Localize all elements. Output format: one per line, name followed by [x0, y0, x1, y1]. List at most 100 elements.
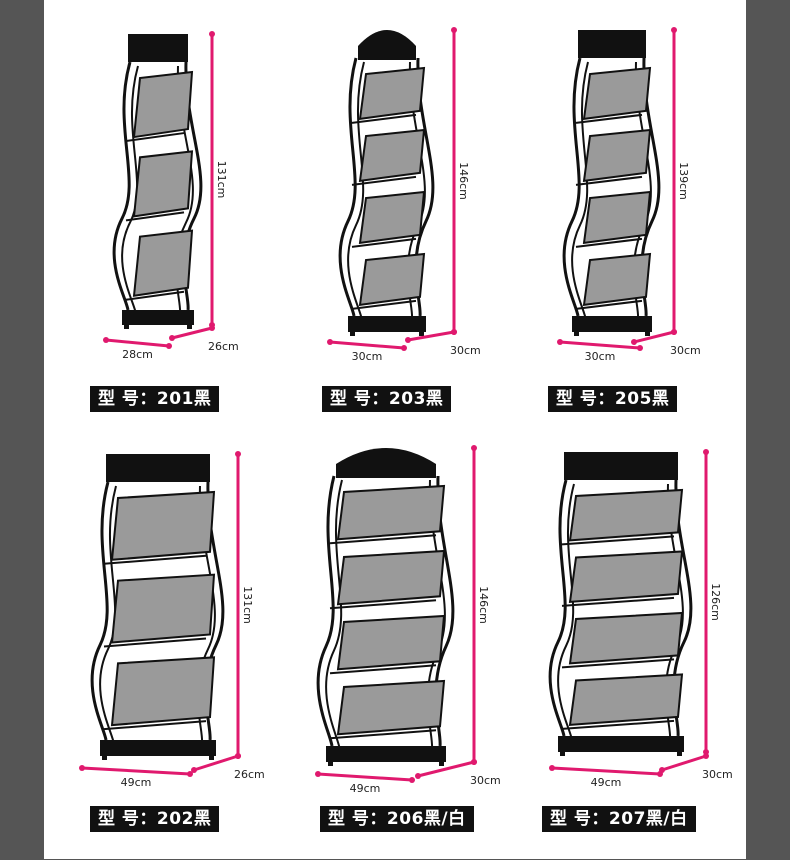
dimension-endpoint — [549, 765, 555, 771]
rack-shelf-lip — [125, 132, 185, 143]
rack-foot — [419, 332, 424, 336]
rack-left-frame-inner — [571, 61, 589, 321]
rack-shelf-lip — [329, 729, 437, 740]
dimension-endpoint — [327, 339, 333, 345]
rack-shelf-lip — [329, 664, 437, 675]
width-dimension-line — [105, 338, 170, 348]
rack-left-frame — [338, 57, 358, 317]
rack-foot — [187, 325, 192, 329]
depth-dimension-line — [417, 760, 475, 778]
rack-mesh-shelf — [336, 484, 446, 541]
rack-shelf-lip — [561, 719, 675, 730]
dimension-endpoint — [671, 27, 677, 33]
rack-mesh-shelf — [568, 550, 684, 604]
rack-mesh-shelf — [358, 190, 426, 245]
dimension-endpoint — [671, 329, 677, 335]
rack-mesh-shelf — [582, 252, 652, 306]
rack-base — [572, 316, 652, 332]
dimension-endpoint — [209, 31, 215, 37]
model-label-205: 型 号：205黑 — [548, 386, 678, 412]
dimension-endpoint — [405, 337, 411, 343]
rack-mesh-shelf — [336, 549, 446, 606]
rack-shelf-lip — [329, 534, 437, 545]
rack-left-frame-inner — [121, 65, 139, 315]
rack-mesh-shelf — [582, 66, 652, 120]
rack-base — [100, 740, 216, 756]
rack-left-frame-inner — [325, 479, 343, 751]
rack-foot — [102, 756, 107, 760]
rack-shelf-lip — [575, 113, 643, 124]
dimension-endpoint — [659, 767, 665, 773]
rack-left-frame — [562, 57, 582, 317]
rack-left-frame-inner — [557, 483, 575, 741]
rack-header-panel — [578, 30, 646, 58]
dimension-endpoint — [191, 767, 197, 773]
rack-header-panel — [128, 34, 188, 62]
width-value: 30cm — [352, 350, 383, 363]
rack-mesh-shelf — [358, 128, 426, 183]
rack-left-frame-inner — [347, 61, 365, 321]
rack-mesh-shelf — [132, 229, 194, 297]
height-value: 131cm — [241, 586, 254, 624]
dimension-endpoint — [79, 765, 85, 771]
dimension-endpoint — [451, 27, 457, 33]
width-dimension-line — [317, 772, 413, 782]
rack-mesh-shelf — [110, 490, 216, 561]
dimension-endpoint — [415, 773, 421, 779]
rack-header-panel — [358, 30, 416, 60]
rack-foot — [439, 762, 444, 766]
rack-left-frame — [548, 479, 568, 737]
dimension-endpoint — [557, 339, 563, 345]
rack-left-frame — [112, 61, 132, 311]
width-value: 49cm — [121, 776, 152, 789]
rack-mesh-shelf — [582, 190, 652, 244]
dimension-endpoint — [166, 343, 172, 349]
dimension-endpoint — [209, 325, 215, 331]
rack-left-frame-inner — [99, 485, 117, 745]
rack-shelf-lip — [103, 554, 207, 565]
depth-dimension-line — [193, 754, 239, 772]
rack-shelf-lip — [561, 658, 675, 669]
dimension-endpoint — [315, 771, 321, 777]
rack-mesh-shelf — [358, 252, 426, 307]
rack-foot — [574, 332, 579, 336]
dimension-endpoint — [409, 777, 415, 783]
rack-mesh-shelf — [132, 70, 194, 139]
model-label-201: 型 号：201黑 — [90, 386, 220, 412]
dimension-endpoint — [703, 449, 709, 455]
rack-header-panel — [336, 448, 436, 478]
dimension-endpoint — [631, 339, 637, 345]
dimension-endpoint — [471, 759, 477, 765]
rack-base — [558, 736, 684, 752]
rack-shelf-lip — [329, 599, 437, 610]
rack-foot — [209, 756, 214, 760]
rack-foot — [560, 752, 565, 756]
width-value: 28cm — [122, 348, 153, 361]
depth-dimension-line — [661, 754, 707, 772]
height-value: 139cm — [677, 162, 690, 200]
rack-shelf-lip — [103, 720, 207, 731]
dimension-endpoint — [235, 451, 241, 457]
height-value: 131cm — [215, 161, 228, 199]
depth-dimension-line — [407, 330, 455, 342]
rack-left-frame — [90, 481, 110, 741]
width-dimension-line — [559, 340, 641, 350]
width-value: 49cm — [591, 776, 622, 789]
rack-shelf-lip — [103, 637, 207, 648]
rack-mesh-shelf — [358, 66, 426, 121]
depth-value: 30cm — [470, 774, 501, 787]
rack-foot — [328, 762, 333, 766]
height-value: 126cm — [709, 583, 722, 621]
dimension-endpoint — [451, 329, 457, 335]
rack-foot — [677, 752, 682, 756]
dimension-endpoint — [401, 345, 407, 351]
height-value: 146cm — [477, 586, 490, 624]
depth-value: 30cm — [670, 344, 701, 357]
